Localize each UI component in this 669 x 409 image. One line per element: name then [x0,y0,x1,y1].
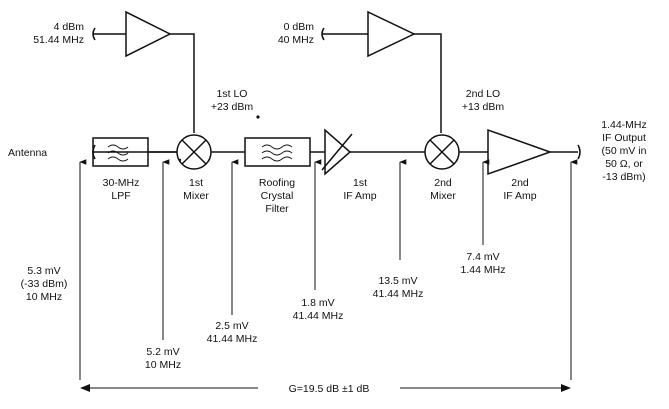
svg-text:41.44 MHz: 41.44 MHz [207,333,258,345]
output-terminal [577,144,581,160]
svg-text:+23 dBm: +23 dBm [211,101,254,113]
mixer1-label: 1st Mixer [183,177,209,202]
svg-text:5.2 mV: 5.2 mV [146,346,179,358]
svg-text:2.5 mV: 2.5 mV [215,320,248,332]
svg-text:10 MHz: 10 MHz [26,291,62,303]
svg-text:41.44 MHz: 41.44 MHz [373,288,424,300]
svg-text:Mixer: Mixer [183,190,209,202]
svg-text:-13 dBm): -13 dBm) [602,171,645,183]
lpf-out-level-label: 5.2 mV 10 MHz [145,346,181,371]
svg-text:1.44-MHz: 1.44-MHz [601,119,647,131]
svg-text:1st LO: 1st LO [217,88,248,100]
svg-text:+13 dBm: +13 dBm [462,101,505,113]
svg-text:LPF: LPF [111,190,130,202]
ifamp2-label: 2nd IF Amp [503,177,536,202]
svg-text:4 dBm: 4 dBm [54,21,85,33]
antenna-label: Antenna [8,147,47,159]
lo2-amplifier [321,10,442,133]
ifamp1-out-level-label: 13.5 mV 41.44 MHz [373,275,424,300]
ifamp1-label: 1st IF Amp [343,177,376,202]
mixer2-symbol [424,134,460,170]
svg-text:2nd: 2nd [511,177,529,189]
svg-text:1st: 1st [353,177,367,189]
mixer1-out-level-label: 2.5 mV 41.44 MHz [207,320,258,345]
svg-text:Mixer: Mixer [430,190,456,202]
svg-text:Roofing: Roofing [259,177,295,189]
svg-text:IF Output: IF Output [602,132,646,144]
svg-text:IF Amp: IF Amp [503,190,536,202]
svg-text:51.44 MHz: 51.44 MHz [33,34,84,46]
svg-text:(50 mV in: (50 mV in [602,145,647,157]
svg-text:1st: 1st [189,177,203,189]
gain-dimension [80,384,571,392]
overall-gain-label: G=19.5 dB ±1 dB [289,383,370,395]
svg-text:Filter: Filter [265,203,289,215]
svg-text:1.8 mV: 1.8 mV [301,297,334,309]
roofing-filter-block [244,137,311,167]
lo2-source-label: 0 dBm 40 MHz [278,21,314,46]
svg-text:30-MHz: 30-MHz [103,177,140,189]
svg-text:2nd LO: 2nd LO [466,88,500,100]
filter-out-level-label: 1.8 mV 41.44 MHz [293,297,344,322]
svg-text:41.44 MHz: 41.44 MHz [293,310,344,322]
lpf-label: 30-MHz LPF [103,177,140,202]
mixer2-out-level-label: 7.4 mV 1.44 MHz [461,251,506,276]
svg-text:5.3 mV: 5.3 mV [27,265,60,277]
measurement-arrows [79,159,578,380]
ifamp2-symbol [487,128,553,176]
svg-text:0 dBm: 0 dBm [284,21,315,33]
mixer2-label: 2nd Mixer [430,177,456,202]
lo1-level-label: 1st LO +23 dBm [211,88,254,113]
antenna-level-label: 5.3 mV (-33 dBm) 10 MHz [21,265,68,303]
roofing-filter-label: Roofing Crystal Filter [259,177,295,215]
svg-text:1.44 MHz: 1.44 MHz [461,264,506,276]
if-output-label: 1.44-MHz IF Output (50 mV in 50 Ω, or -1… [601,119,647,183]
lo2-level-label: 2nd LO +13 dBm [462,88,505,113]
svg-text:13.5 mV: 13.5 mV [378,275,417,287]
mixer1-symbol [176,134,212,170]
svg-text:40 MHz: 40 MHz [278,34,314,46]
svg-text:7.4 mV: 7.4 mV [466,251,499,263]
svg-text:IF Amp: IF Amp [343,190,376,202]
lo1-source-label: 4 dBm 51.44 MHz [33,21,84,46]
svg-text:(-33 dBm): (-33 dBm) [21,278,68,290]
lo1-amplifier [92,10,195,133]
signal-path [92,144,581,160]
svg-text:Crystal: Crystal [261,190,294,202]
svg-text:2nd: 2nd [434,177,452,189]
svg-text:10 MHz: 10 MHz [145,359,181,371]
svg-text:50 Ω, or: 50 Ω, or [605,158,643,170]
ifamp1-symbol [321,128,353,176]
